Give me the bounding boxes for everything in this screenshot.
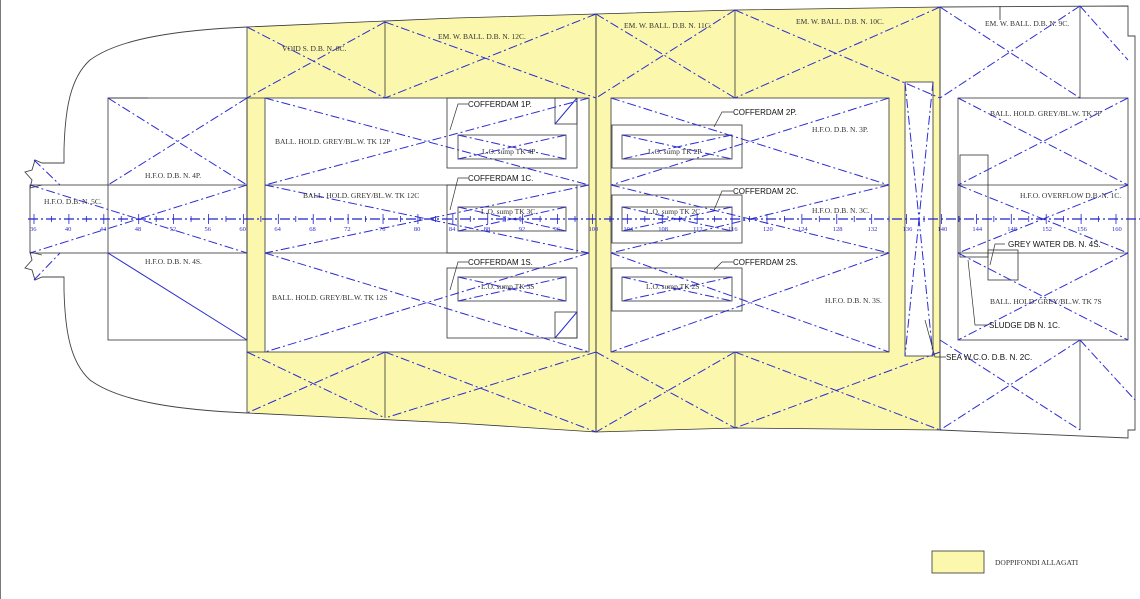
legend-swatch [931,550,985,574]
label-cofferdam-1p: COFFERDAM 1P. [468,100,532,109]
frame-number: 144 [972,226,983,233]
hull-outline [24,5,1136,439]
frame-number: 44 [100,226,107,233]
label-cofferdam-2s: COFFERDAM 2S. [733,258,798,267]
frame-number: 96 [554,226,561,233]
label-sludge-1c: SLUDGE DB N. 1C. [989,321,1060,330]
frame-number: 88 [484,226,491,233]
label-cofferdam-1c: COFFERDAM 1C. [468,174,533,183]
lo-sump-2p-box [621,134,733,160]
frame-number: 64 [274,226,281,233]
label-em-ball-11c: EM. W. BALL. D.B. N. 11C. [624,21,712,30]
frame-number: 152 [1042,226,1052,233]
legend-label: DOPPIFONDI ALLAGATI [995,558,1079,567]
label-em-ball-10c: EM. W. BALL. D.B. N. 10C. [796,17,884,26]
label-lo-sump-2p: L.O. sump TK 2P [648,147,701,156]
label-em-ball-9c: EM. W. BALL. D.B. N. 9C. [985,19,1069,28]
frame-number: 76 [379,226,386,233]
frame-number: 72 [344,226,351,233]
frame-number: 108 [658,226,668,233]
lo-sump-3c-box [457,206,567,232]
frame-number: 56 [205,226,212,233]
label-ball-hold-7p: BALL. HOLD. GREY/BL.W. TK 7P [990,109,1102,118]
frame-number: 132 [868,226,878,233]
hold-3-outline [610,97,890,353]
frame-number: 136 [903,226,914,233]
label-lo-sump-2c: L.O. sump TK 2C [646,207,700,216]
label-hfo-4p: H.F.O. D.B. N. 4P. [145,171,201,180]
frame-number: 112 [693,226,703,233]
label-void-8c: VOID S. D.B. N. 8C. [282,44,347,53]
frame-number: 128 [833,226,843,233]
label-lo-sump-3c: L.O. sump TK 3C [481,207,535,216]
cofferdam-1s-box [446,267,578,339]
tanks [446,97,743,339]
frame-number: 48 [135,226,142,233]
centerline: 36 40 44 48 52 56 60 64 68 72 76 80 84 88 92 96 100 104 10… [28,214,1140,233]
label-cofferdam-1s: COFFERDAM 1S. [468,258,533,267]
label-lo-sump-3s: L.O. sump TK 3S [481,282,534,291]
label-hfo-3p: H.F.O. D.B. N. 3P. [812,125,868,134]
tank-labels: VOID S. D.B. N. 8C. EM. W. BALL. D.B. N.… [44,17,1121,362]
label-hfo-overflow-1c: H.F.O. OVERFLOW D.B. N. 1C. [1020,191,1121,200]
label-hfo-3s: H.F.O. D.B. N. 3S. [825,296,882,305]
hold-12-outline [264,97,590,353]
frame-number: 52 [170,226,177,233]
label-ball-hold-7s: BALL. HOLD. GREY/BL.W. TK 7S [990,297,1102,306]
solid-blue-lines [107,97,578,341]
frame-number: 68 [309,226,316,233]
label-ball-hold-12s: BALL. HOLD. GREY/BL.W. TK 12S [272,293,387,302]
label-hfo-5c: H.F.O. D.B. N. 5C. [44,197,102,206]
label-lo-sump-4p: L.O. sump TK 4P [482,147,535,156]
frame-number: 104 [623,226,634,233]
frame-number: 100 [588,226,598,233]
label-em-ball-12c: EM. W. BALL. D.B. N. 12C. [438,32,526,41]
cofferdam-1p-box [446,97,578,169]
lo-sump-4p-box [457,134,567,160]
frame-number: 148 [1007,226,1017,233]
label-ball-hold-12c: BALL. HOLD. GREY/BL.W. TK 12C [303,191,419,200]
label-hfo-3c: H.F.O. D.B. N. 3C. [812,206,870,215]
label-sea-wco-2c: SEA W.C.O. D.B. N. 2C. [946,353,1032,362]
frame-number: 60 [239,226,246,233]
centerline-ticks [33,214,1117,224]
label-hfo-4s: H.F.O. D.B. N. 4S. [145,257,202,266]
frame-number: 80 [414,226,421,233]
frame-number: 124 [798,226,809,233]
frame-number: 92 [519,226,526,233]
label-ball-hold-12p: BALL. HOLD. GREY/BL.W. TK 12P [275,137,390,146]
frame-numbers: 36 40 44 48 52 56 60 64 68 72 76 80 84 88 92 96 100 104 10… [30,226,1122,233]
frame-number: 36 [30,226,37,233]
cofferdam-2s-box [611,267,743,312]
hold-cutouts [264,81,934,357]
frame-number: 140 [937,226,947,233]
label-grey-water-4s: GREY WATER DB. N. 4S. [1008,240,1101,249]
frame-number: 84 [449,226,456,233]
label-cofferdam-2p: COFFERDAM 2P. [733,108,797,117]
frame-number: 40 [65,226,72,233]
frame-number: 160 [1112,226,1122,233]
frame-number: 116 [728,226,738,233]
legend: DOPPIFONDI ALLAGATI [931,550,1079,574]
frame-number: 156 [1077,226,1088,233]
cofferdam-2p-box [611,124,743,169]
frame-number: 120 [763,226,773,233]
leader-lines [449,103,1005,358]
label-lo-sump-2s: L.O. sump TK 2S [646,282,699,291]
label-cofferdam-2c: COFFERDAM 2C. [733,187,798,196]
